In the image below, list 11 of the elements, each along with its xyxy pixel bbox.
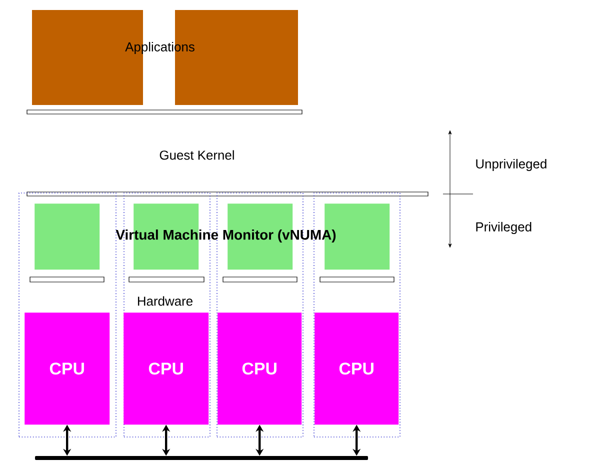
- cpu-box: CPU: [314, 312, 399, 425]
- mode-label: Unprivileged: [476, 158, 546, 172]
- cpu-box: CPU: [218, 312, 302, 425]
- cpu-box: CPU: [124, 312, 209, 425]
- layer-label: Hardware: [138, 296, 192, 306]
- layer-label: Guest Kernel: [160, 150, 234, 160]
- node-column: [18, 192, 116, 438]
- cpu-box: CPU: [24, 312, 110, 425]
- layer-label: Virtual Machine Monitor (vNUMA): [116, 230, 336, 242]
- monitor-box: [34, 204, 100, 270]
- mode-label: Privileged: [476, 222, 532, 234]
